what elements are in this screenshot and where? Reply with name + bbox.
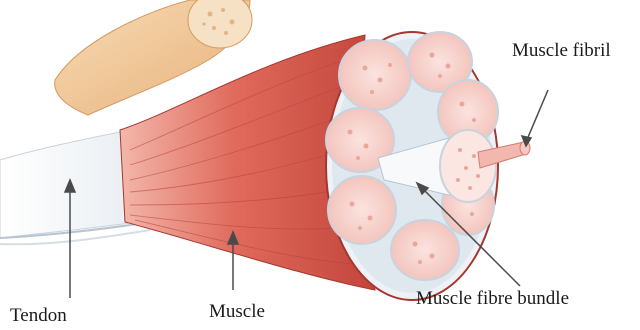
tendon-label: Tendon (10, 306, 67, 325)
muscle-label: Muscle (209, 302, 265, 321)
muscle-fibre-bundle-label: Muscle fibre bundle (416, 289, 569, 308)
fibril-pointer (526, 90, 548, 142)
muscle-fibril-label: Muscle fibril (512, 41, 611, 60)
